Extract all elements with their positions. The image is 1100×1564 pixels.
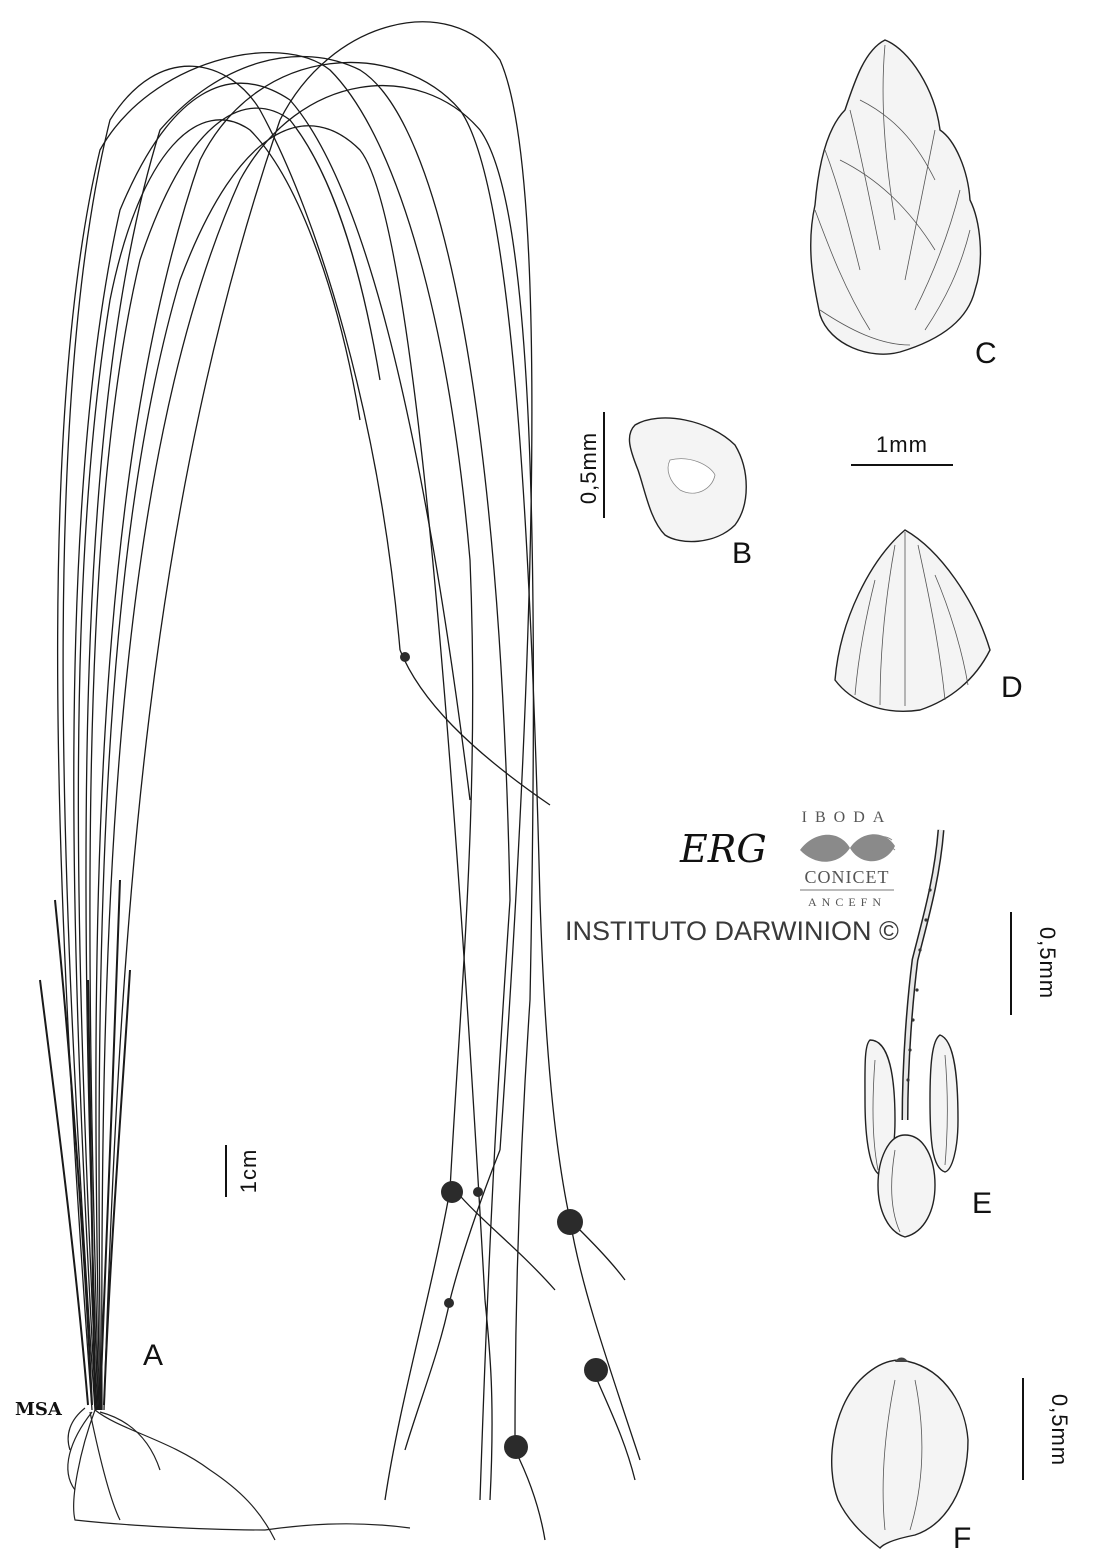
artist-monogram: ERG bbox=[679, 827, 767, 871]
scale-bar-f: 0,5mm bbox=[1022, 1378, 1072, 1480]
scale-bar-a: 1cm bbox=[225, 1145, 261, 1197]
panel-e-pistil-stamens bbox=[864, 829, 959, 1238]
panel-label-f: F bbox=[953, 1522, 971, 1555]
scale-bar-c-d: 1mm bbox=[851, 432, 953, 466]
panel-f-seed bbox=[831, 1357, 969, 1549]
panel-label-b: B bbox=[732, 537, 752, 570]
logo-top-text: IBODA bbox=[802, 809, 893, 826]
scale-label-b: 0,5mm bbox=[576, 432, 601, 504]
panel-label-a: A bbox=[143, 1339, 163, 1372]
flower-head bbox=[400, 652, 410, 662]
panel-label-d: D bbox=[1001, 671, 1023, 704]
scale-bar-e: 0,5mm bbox=[1010, 912, 1060, 1015]
flower-head bbox=[473, 1187, 483, 1197]
panel-a-plant-habit bbox=[39, 21, 641, 1541]
logo-middle-text: CONICET bbox=[805, 867, 890, 887]
flower-head bbox=[441, 1181, 463, 1203]
flower-head bbox=[557, 1209, 583, 1235]
scale-bar-b: 0,5mm bbox=[576, 412, 605, 518]
flower-head bbox=[504, 1435, 528, 1459]
panel-b-cross-section bbox=[628, 417, 747, 543]
logo-bottom-text: ANCEFN bbox=[808, 895, 886, 909]
institute-credit: INSTITUTO DARWINION © bbox=[565, 916, 899, 946]
institution-logo: IBODA CONICET ANCEFN bbox=[800, 809, 896, 909]
infinity-wave-icon bbox=[800, 834, 896, 862]
flower-head bbox=[444, 1298, 454, 1308]
scale-label-f: 0,5mm bbox=[1047, 1394, 1072, 1466]
scale-label-c-d: 1mm bbox=[876, 432, 928, 457]
author-monogram: MSA bbox=[15, 1399, 63, 1420]
flower-head bbox=[584, 1358, 608, 1382]
panel-label-c: C bbox=[975, 337, 997, 370]
panel-d-tepal bbox=[834, 529, 991, 712]
scale-label-a: 1cm bbox=[236, 1149, 261, 1194]
scale-label-e: 0,5mm bbox=[1035, 927, 1060, 999]
panel-c-flower-head bbox=[810, 39, 982, 355]
panel-label-e: E bbox=[972, 1187, 992, 1220]
